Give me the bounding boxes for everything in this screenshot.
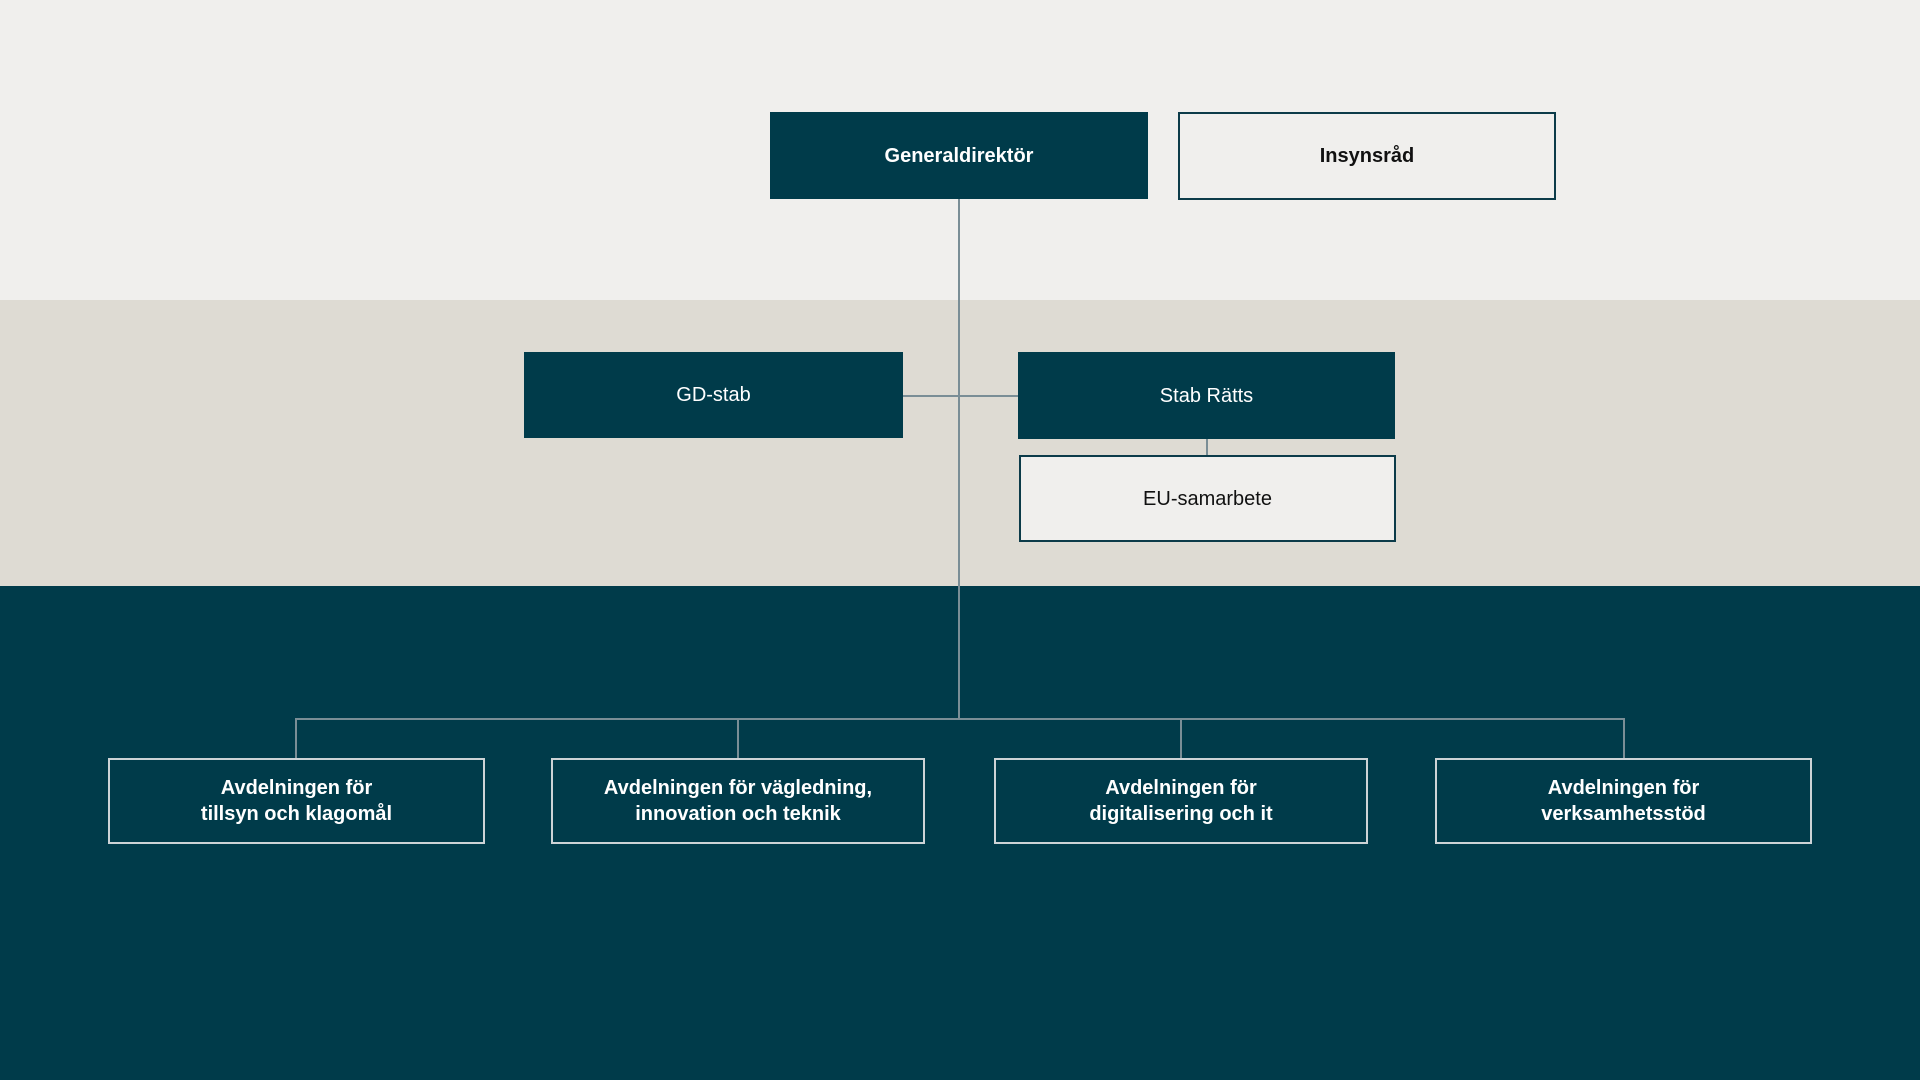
- org-node-label: EU-samarbete: [1143, 487, 1272, 510]
- connector-stub-dept-4: [1623, 718, 1625, 758]
- org-node-label: Avdelningen för verksamhetsstöd: [1541, 775, 1706, 827]
- org-node-label: Stab Rätts: [1159, 384, 1254, 407]
- connector-stabratts-eusamarbete: [1206, 439, 1208, 455]
- org-node-generaldirektor: Generaldirektör: [770, 112, 1148, 199]
- org-node-label-line2: innovation och teknik: [635, 803, 841, 825]
- org-node-stab-ratts: Stab Rätts: [1018, 352, 1395, 439]
- org-node-label-line1: Avdelningen för: [1547, 777, 1700, 799]
- org-node-label: Insynsråd: [1319, 145, 1415, 167]
- org-node-label-line1: Avdelningen för: [1105, 777, 1257, 799]
- org-node-label-line1: Avdelningen för: [220, 777, 373, 799]
- org-node-label-line2: tillsyn och klagomål: [200, 803, 393, 825]
- band-staff-level: [0, 300, 1920, 586]
- connector-stub-dept-2: [737, 718, 739, 758]
- org-node-insynsrad: Insynsråd: [1178, 112, 1556, 200]
- connector-trunk-vertical: [958, 199, 960, 719]
- org-node-eu-samarbete: EU-samarbete: [1019, 455, 1396, 542]
- org-node-dept-verksamhetsstod: Avdelningen för verksamhetsstöd: [1435, 758, 1812, 844]
- org-node-label-line2: verksamhetsstöd: [1541, 803, 1706, 825]
- connector-stub-dept-1: [295, 718, 297, 758]
- org-node-label: Avdelningen för digitalisering och it: [1089, 775, 1272, 827]
- connector-gdstab-stabratts: [903, 395, 1018, 397]
- org-node-gd-stab: GD-stab: [524, 352, 903, 438]
- org-node-label-line1: Avdelningen för vägledning,: [603, 777, 873, 799]
- connector-departments-horizontal: [295, 718, 1625, 720]
- org-node-dept-tillsyn-och-klagomal: Avdelningen för tillsyn och klagomål: [108, 758, 485, 844]
- org-node-label: Avdelningen för vägledning, innovation o…: [604, 775, 872, 827]
- org-node-label: Avdelningen för tillsyn och klagomål: [201, 775, 392, 827]
- org-node-dept-digitalisering-och-it: Avdelningen för digitalisering och it: [994, 758, 1368, 844]
- org-node-label: Generaldirektör: [884, 144, 1034, 167]
- connector-stub-dept-3: [1180, 718, 1182, 758]
- org-node-label: GD-stab: [676, 384, 751, 406]
- org-node-label-line2: digitalisering och it: [1089, 803, 1273, 825]
- org-node-dept-vagledning-innovation-teknik: Avdelningen för vägledning, innovation o…: [551, 758, 925, 844]
